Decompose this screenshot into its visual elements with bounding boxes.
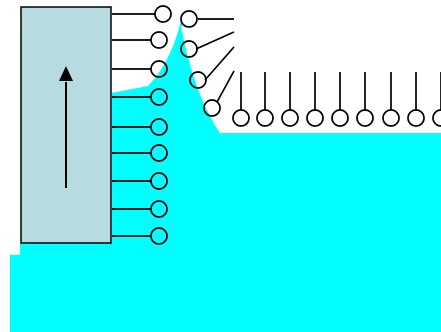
surface-molecule [407,72,425,127]
surface-molecule-group [232,72,441,127]
corner-molecule [180,31,235,58]
left-molecule-group [112,5,172,245]
surface-molecule [306,72,324,127]
transferred-molecule [112,60,168,78]
surface-molecule [232,72,250,127]
transferred-molecule [112,118,168,136]
transferred-molecule [112,227,168,245]
corner-molecule-group [180,10,235,117]
surface-molecule [281,72,299,127]
transferred-molecule [112,144,168,162]
surface-molecule [356,72,374,127]
upward-arrow-head [59,66,73,81]
transferred-molecule [112,172,168,190]
liquid-subphase [10,20,441,332]
transferred-molecule [112,88,168,106]
corner-molecule [189,46,235,89]
transferred-molecule [112,200,168,218]
corner-molecule [203,70,235,117]
transferred-molecule [112,5,172,23]
surface-molecule [256,72,274,127]
surface-molecule [382,72,400,127]
transferred-molecule [112,31,168,49]
surface-molecule [331,72,349,127]
surface-molecule [432,72,441,127]
corner-molecule [180,10,234,28]
